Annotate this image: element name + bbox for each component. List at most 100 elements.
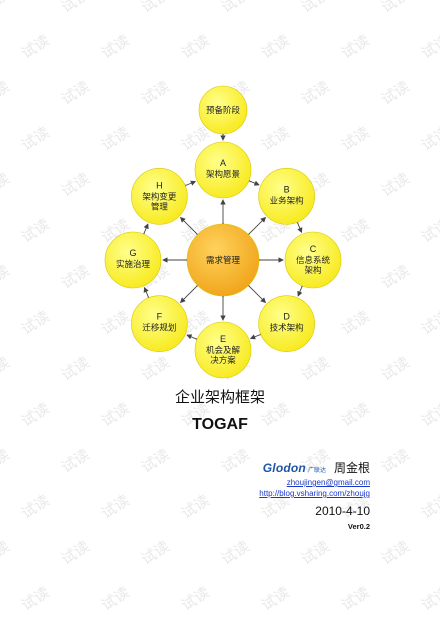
node-phase-f (131, 295, 188, 352)
watermark-text: 试读 (57, 537, 93, 569)
watermark-text: 试读 (17, 491, 53, 523)
link-spoke (179, 281, 202, 304)
link-ring (139, 223, 149, 239)
node-requirements (186, 223, 260, 297)
logo-text: Glodon (262, 460, 306, 475)
node-requirements-label: 需求管理 (206, 255, 241, 266)
node-preliminary-label: 预备阶段 (206, 105, 241, 116)
node-phase-letter: D (283, 312, 290, 322)
watermark-text: 试读 (417, 307, 440, 339)
watermark-text: 试读 (377, 537, 413, 569)
watermark-text: 试读 (0, 0, 13, 17)
watermark-text: 试读 (377, 77, 413, 109)
node-phase-label: 机会及解 (206, 345, 241, 356)
watermark-text: 试读 (17, 307, 53, 339)
watermark-text: 试读 (137, 537, 173, 569)
watermark-text: 试读 (17, 123, 53, 155)
watermark-text: 试读 (417, 215, 440, 247)
watermark-text: 试读 (97, 491, 133, 523)
watermark-text: 试读 (217, 445, 253, 477)
watermark-text: 试读 (297, 537, 333, 569)
node-phase-letter: C (310, 244, 317, 254)
watermark-text: 试读 (257, 31, 293, 63)
link-ring (293, 217, 303, 234)
watermark-text: 试读 (17, 31, 53, 63)
node-phase-e (194, 321, 252, 379)
document-version: Ver0.2 (347, 522, 370, 531)
logo-subtext: 广联达 (307, 466, 326, 474)
node-phase-label: 决方案 (210, 355, 236, 366)
watermark-text: 试读 (177, 583, 213, 615)
author-name: 周金根 (333, 461, 370, 475)
togaf-adm-diagram: 预备阶段需求管理A架构愿景B业务架构C信息系统架构D技术架构E机会及解决方案F迁… (104, 85, 342, 379)
node-phase-label: 管理 (151, 201, 169, 212)
watermark-text: 试读 (377, 169, 413, 201)
node-phase-letter: F (157, 312, 163, 322)
link-spoke (244, 281, 267, 304)
watermark-text: 试读 (137, 0, 173, 17)
watermark-text: 试读 (377, 445, 413, 477)
glodon-logo: Glodon 广联达 (263, 461, 326, 475)
link-ring (143, 286, 153, 303)
node-phase-d (258, 295, 315, 352)
node-phase-label: 架构变更 (142, 191, 177, 202)
watermark-text: 试读 (417, 491, 440, 523)
node-phase-label: 信息系统 (296, 255, 331, 266)
watermark-text: 试读 (417, 31, 440, 63)
node-phase-label: 实施治理 (116, 259, 151, 270)
watermark-text: 试读 (377, 353, 413, 385)
watermark-text: 试读 (417, 123, 440, 155)
node-preliminary (198, 85, 248, 135)
watermark-text: 试读 (177, 31, 213, 63)
document-title-en: TOGAF (192, 416, 248, 433)
link-ring (249, 330, 266, 340)
link-ring (186, 334, 202, 344)
watermark-text: 试读 (0, 261, 13, 293)
watermark-text: 试读 (57, 0, 93, 17)
document-title-cn: 企业架构框架 (174, 388, 265, 406)
node-phase-letter: G (129, 248, 136, 258)
watermark-text: 试读 (17, 583, 53, 615)
watermark-text: 试读 (337, 583, 373, 615)
node-phase-letter: E (220, 334, 226, 344)
node-phase-letter: H (156, 180, 163, 190)
watermark-text: 试读 (257, 583, 293, 615)
node-phase-letter: A (220, 158, 226, 168)
watermark-text: 试读 (0, 77, 13, 109)
watermark-text: 试读 (217, 537, 253, 569)
watermark-text: 试读 (0, 445, 13, 477)
watermark-text: 试读 (377, 0, 413, 17)
blog-link[interactable]: http://blog.vsharing.com/zhoujg (259, 489, 370, 498)
watermark-text: 试读 (377, 261, 413, 293)
link-spoke (244, 216, 267, 239)
watermark-text: 试读 (417, 583, 440, 615)
node-phase-label: 架构 (304, 265, 321, 276)
node-phase-h (131, 168, 188, 225)
author-row: Glodon 广联达 周金根 (263, 459, 370, 476)
watermark-text: 试读 (0, 169, 13, 201)
watermark-text: 试读 (337, 31, 373, 63)
watermark-text: 试读 (137, 445, 173, 477)
node-phase-b (258, 168, 315, 225)
node-phase-label: 迁移规划 (142, 323, 176, 334)
watermark-text: 试读 (97, 583, 133, 615)
node-phase-letter: B (284, 184, 290, 194)
link-ring (297, 281, 307, 297)
document-date: 2010-4-10 (315, 504, 370, 518)
link-ring (180, 180, 197, 190)
watermark-text: 试读 (177, 491, 213, 523)
watermark-text: 试读 (17, 215, 53, 247)
watermark-text: 试读 (297, 0, 333, 17)
link-spoke (179, 216, 202, 239)
watermark-text: 试读 (57, 445, 93, 477)
email-link[interactable]: zhoujingen@gmail.com (286, 478, 370, 487)
node-phase-g (104, 231, 162, 289)
node-phase-a (194, 141, 252, 199)
node-phase-label: 技术架构 (270, 323, 304, 334)
node-phase-label: 架构愿景 (206, 169, 240, 180)
node-phase-c (284, 231, 342, 289)
link-ring (244, 176, 260, 186)
watermark-text: 试读 (0, 537, 13, 569)
watermark-text: 试读 (0, 353, 13, 385)
watermark-text: 试读 (217, 0, 253, 17)
